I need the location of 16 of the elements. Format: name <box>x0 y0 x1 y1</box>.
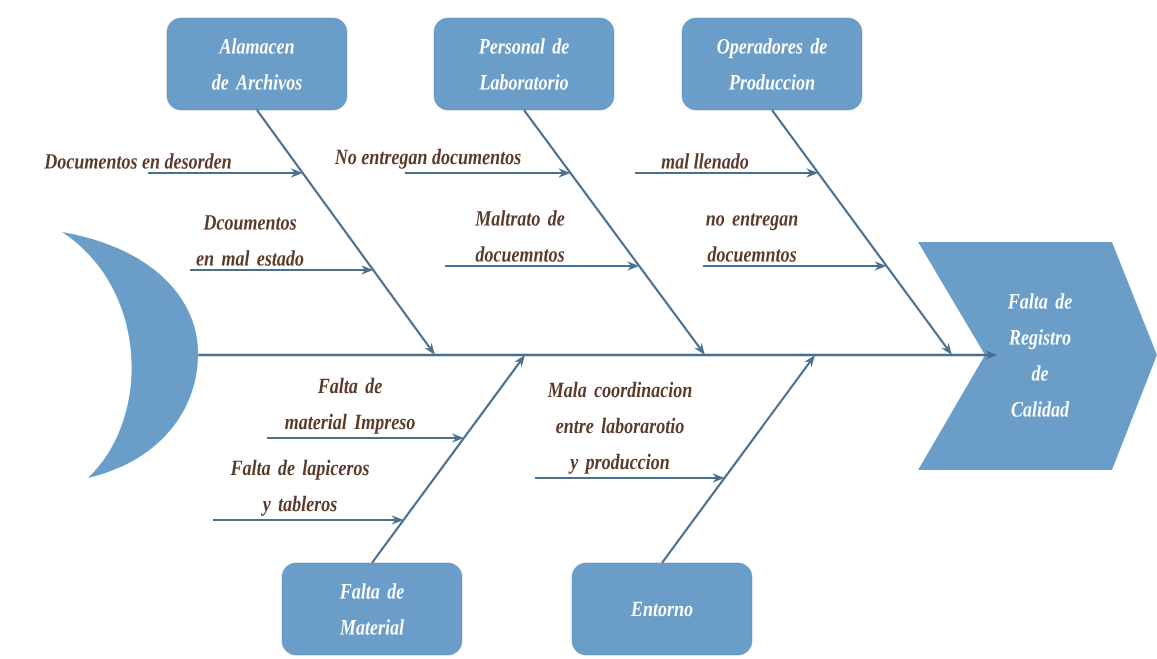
cause-label: mal llenado <box>661 153 749 169</box>
category-box: Entorno <box>571 562 753 656</box>
tail-crescent <box>62 232 198 478</box>
cause-label: Dcoumentos en mal estado <box>196 215 304 266</box>
cause-label: Documentos en desorden <box>44 153 231 169</box>
category-box: Falta de Material <box>281 562 463 656</box>
category-box: Operadores de Produccion <box>681 17 863 111</box>
cause-label: no entregan docuemntos <box>706 213 798 262</box>
cause-label: Maltrato de docuemntos <box>475 210 565 262</box>
category-box: Personal de Laboratorio <box>433 17 615 111</box>
cause-label: Falta de material Impreso <box>285 377 415 434</box>
cause-label: Mala coordinacion entre laborarotio y produccion <box>547 381 692 474</box>
category-box: Alamacen de Archivos <box>166 17 348 111</box>
cause-label: No entregan documentos <box>334 148 521 169</box>
head-chevron: Falta de Registro de Calidad <box>918 242 1157 470</box>
cause-label: Falta de lapiceros y tableros <box>230 459 369 516</box>
